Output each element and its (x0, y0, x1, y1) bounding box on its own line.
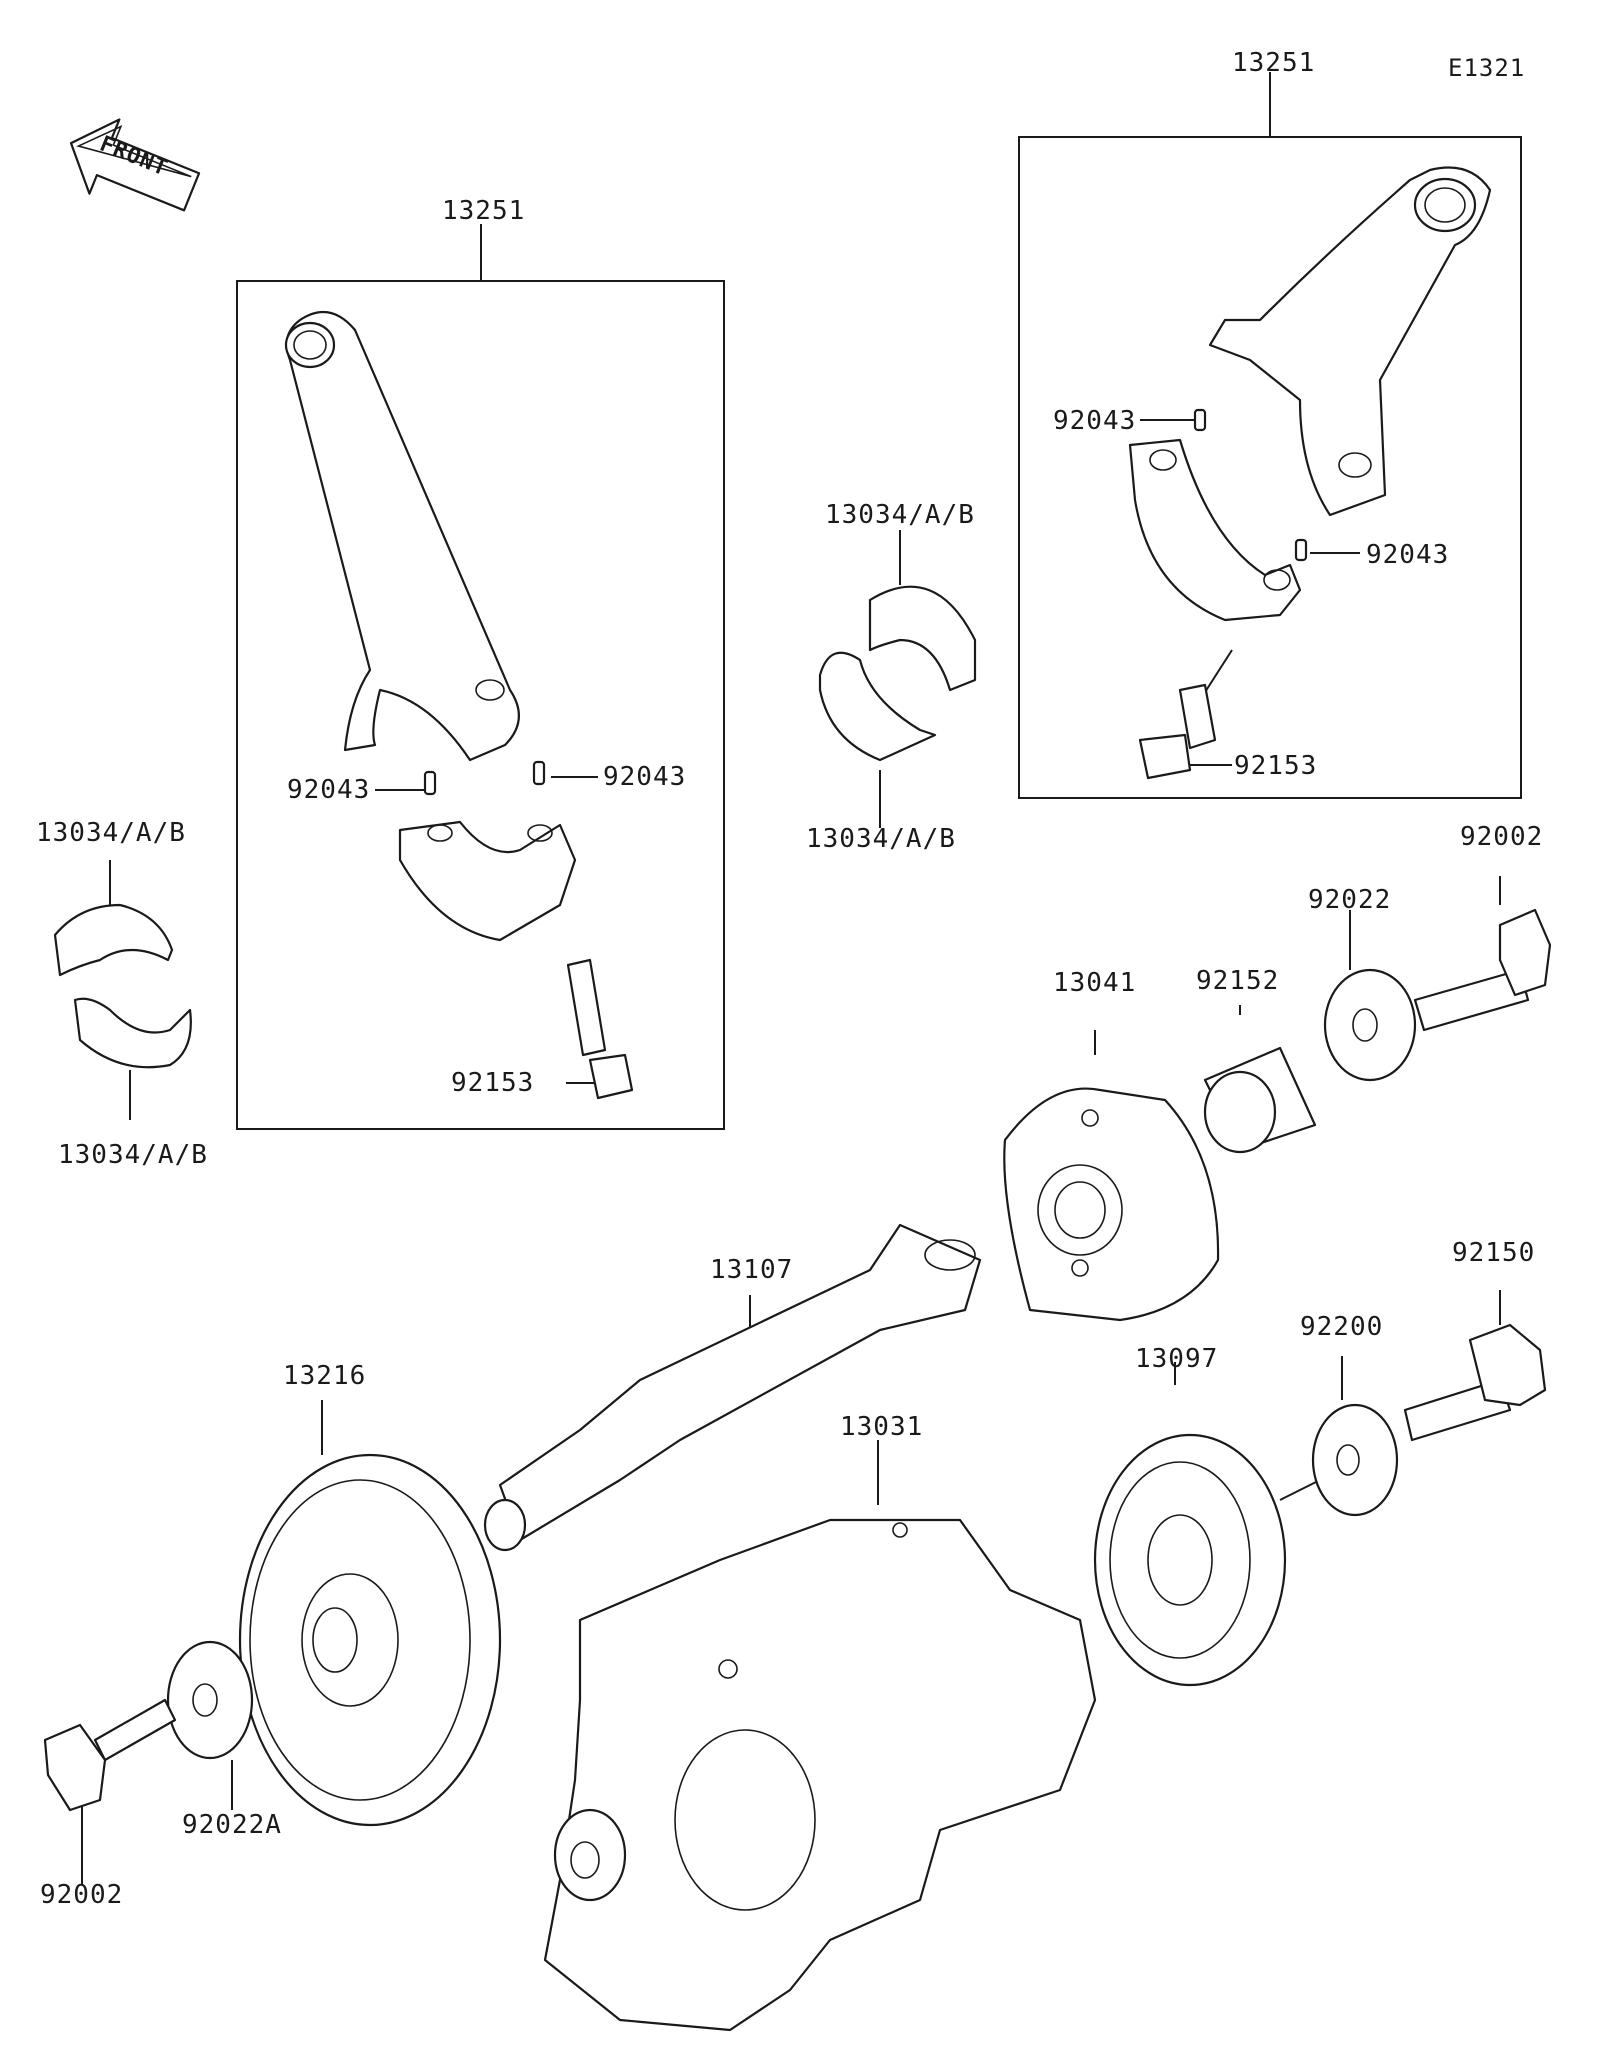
callout-92043-left-b: 92043 (603, 762, 687, 792)
leader-lines (81, 72, 1501, 1885)
connecting-rod-right (1128, 166, 1492, 622)
callout-92150: 92150 (1452, 1238, 1536, 1268)
gear-13216 (238, 1453, 502, 1827)
callout-13034-mid-bot: 13034/A/B (806, 824, 956, 854)
diagram-code: E1321 (1448, 54, 1526, 82)
bolt-92002-top-right (1413, 908, 1552, 1032)
bearing-halves-middle (818, 585, 977, 762)
callout-92152: 92152 (1196, 966, 1280, 996)
connecting-rod-box-left (236, 280, 725, 1130)
callout-13041: 13041 (1053, 968, 1137, 998)
callout-13216: 13216 (283, 1361, 367, 1391)
callout-92153-right: 92153 (1234, 751, 1318, 781)
callout-13251-left: 13251 (442, 196, 526, 226)
washer-92200 (1311, 1403, 1399, 1517)
bolt-92153-left (566, 958, 634, 1100)
shaft-13107 (483, 1223, 982, 1552)
callout-92002-bottom-left: 92002 (40, 1880, 124, 1910)
callout-13107: 13107 (710, 1255, 794, 1285)
crankshaft-13031 (543, 1518, 1097, 2032)
callout-92002-top-right: 92002 (1460, 822, 1544, 852)
washer-92022A (166, 1640, 254, 1760)
connecting-rod-box-right (1018, 136, 1522, 799)
front-arrow-icon (69, 118, 201, 212)
callout-92043-right-b: 92043 (1366, 540, 1450, 570)
bolt-92002-bottom-left (43, 1698, 177, 1812)
bearing-halves-left (53, 903, 192, 1069)
callout-13034-left-bot: 13034/A/B (58, 1140, 208, 1170)
callout-92022: 92022 (1308, 885, 1392, 915)
callout-13031: 13031 (840, 1412, 924, 1442)
gear-13097 (1093, 1433, 1287, 1687)
callout-13034-mid-top: 13034/A/B (825, 500, 975, 530)
callout-92043-left-a: 92043 (287, 775, 371, 805)
callout-92022A: 92022A (182, 1810, 282, 1840)
collar-92152 (1203, 1046, 1317, 1154)
starter-clutch-13041 (1003, 1087, 1220, 1322)
callout-13097: 13097 (1135, 1344, 1219, 1374)
callout-13034-left-top: 13034/A/B (36, 818, 186, 848)
callout-92043-right-a: 92043 (1053, 406, 1137, 436)
washer-92022 (1323, 968, 1417, 1082)
bolt-92153-right (1138, 683, 1217, 780)
bolt-92150 (1403, 1323, 1547, 1442)
callout-92153-left: 92153 (451, 1068, 535, 1098)
callout-92200: 92200 (1300, 1312, 1384, 1342)
callout-13251-right: 13251 (1232, 48, 1316, 78)
connecting-rod-left (284, 310, 577, 942)
